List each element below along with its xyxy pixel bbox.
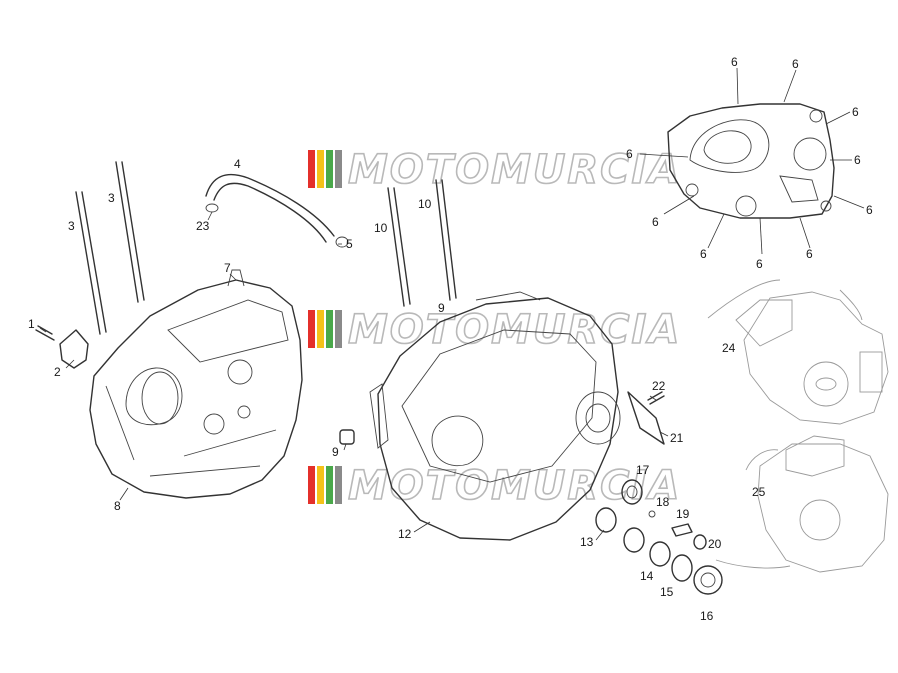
seal-stack xyxy=(595,479,723,595)
watermark-text: MOTOMURCIA xyxy=(348,307,681,353)
callout-12: 12 xyxy=(398,527,412,541)
watermark-text: MOTOMURCIA xyxy=(348,147,681,193)
right-crankcase-half xyxy=(369,291,621,541)
callout-19: 19 xyxy=(676,507,690,521)
callout-4: 4 xyxy=(234,157,241,171)
callout-14: 14 xyxy=(640,569,654,583)
callout-6h: 6 xyxy=(700,247,707,261)
callout-13: 13 xyxy=(580,535,594,549)
watermark-stripe xyxy=(335,466,342,504)
callout-20: 20 xyxy=(708,537,722,551)
callout-25: 25 xyxy=(752,485,766,499)
gasket-leaders xyxy=(639,67,865,255)
callout-18: 18 xyxy=(656,495,670,509)
callout-6d: 6 xyxy=(626,147,633,161)
watermark-stripe xyxy=(326,310,333,348)
callout-6j: 6 xyxy=(806,247,813,261)
stud-bolts-10 xyxy=(387,179,457,307)
crankcase-gasket xyxy=(667,103,835,219)
callout-6i: 6 xyxy=(756,257,763,271)
callout-leaders xyxy=(39,211,669,541)
callout-6c: 6 xyxy=(852,105,859,119)
callout-2: 2 xyxy=(54,365,61,379)
callout-24: 24 xyxy=(722,341,736,355)
watermark-stripe xyxy=(308,310,315,348)
bracket-21-and-bolt-22 xyxy=(627,391,665,445)
watermark-bottom: MOTOMURCIA xyxy=(308,462,681,510)
callout-6a: 6 xyxy=(731,55,738,69)
callout-3b: 3 xyxy=(108,191,115,205)
watermark-stripe xyxy=(317,150,324,188)
callout-8: 8 xyxy=(114,499,121,513)
callout-1: 1 xyxy=(28,317,35,331)
watermark-stripe xyxy=(335,150,342,188)
callout-9a: 9 xyxy=(438,301,445,315)
watermark-stripe xyxy=(326,466,333,504)
callout-9b: 9 xyxy=(332,445,339,459)
callout-16: 16 xyxy=(700,609,714,623)
dowel-9 xyxy=(339,429,355,445)
watermark-stripe xyxy=(317,310,324,348)
watermark-stripe xyxy=(335,310,342,348)
callout-23: 23 xyxy=(196,219,210,233)
callout-10b: 10 xyxy=(418,197,432,211)
callout-21: 21 xyxy=(670,431,684,445)
callout-17: 17 xyxy=(636,463,650,477)
stud-bolts-3 xyxy=(75,161,145,335)
callout-7: 7 xyxy=(224,261,231,275)
watermark-stripe xyxy=(308,466,315,504)
watermark-text: MOTOMURCIA xyxy=(348,463,681,509)
callout-10a: 10 xyxy=(374,221,388,235)
engine-thumbnail-24 xyxy=(707,279,889,425)
callout-6g: 6 xyxy=(866,203,873,217)
watermark-middle: MOTOMURCIA xyxy=(308,306,681,354)
callout-labels: 6 6 6 6 6 6 6 6 6 6 6 4 3 3 23 5 7 1 2 8… xyxy=(28,55,873,623)
watermark-top: MOTOMURCIA xyxy=(308,146,681,194)
callout-22: 22 xyxy=(652,379,666,393)
callout-3a: 3 xyxy=(68,219,75,233)
callout-6f: 6 xyxy=(652,215,659,229)
engine-thumbnail-25 xyxy=(715,435,889,573)
watermark-stripe xyxy=(326,150,333,188)
callout-6e: 6 xyxy=(854,153,861,167)
watermark-stripe xyxy=(317,466,324,504)
callout-15: 15 xyxy=(660,585,674,599)
callout-6b: 6 xyxy=(792,57,799,71)
bracket-2-and-bolt-1 xyxy=(35,325,89,369)
watermark-stripe xyxy=(308,150,315,188)
left-crankcase-half xyxy=(89,269,303,499)
callout-5: 5 xyxy=(346,237,353,251)
